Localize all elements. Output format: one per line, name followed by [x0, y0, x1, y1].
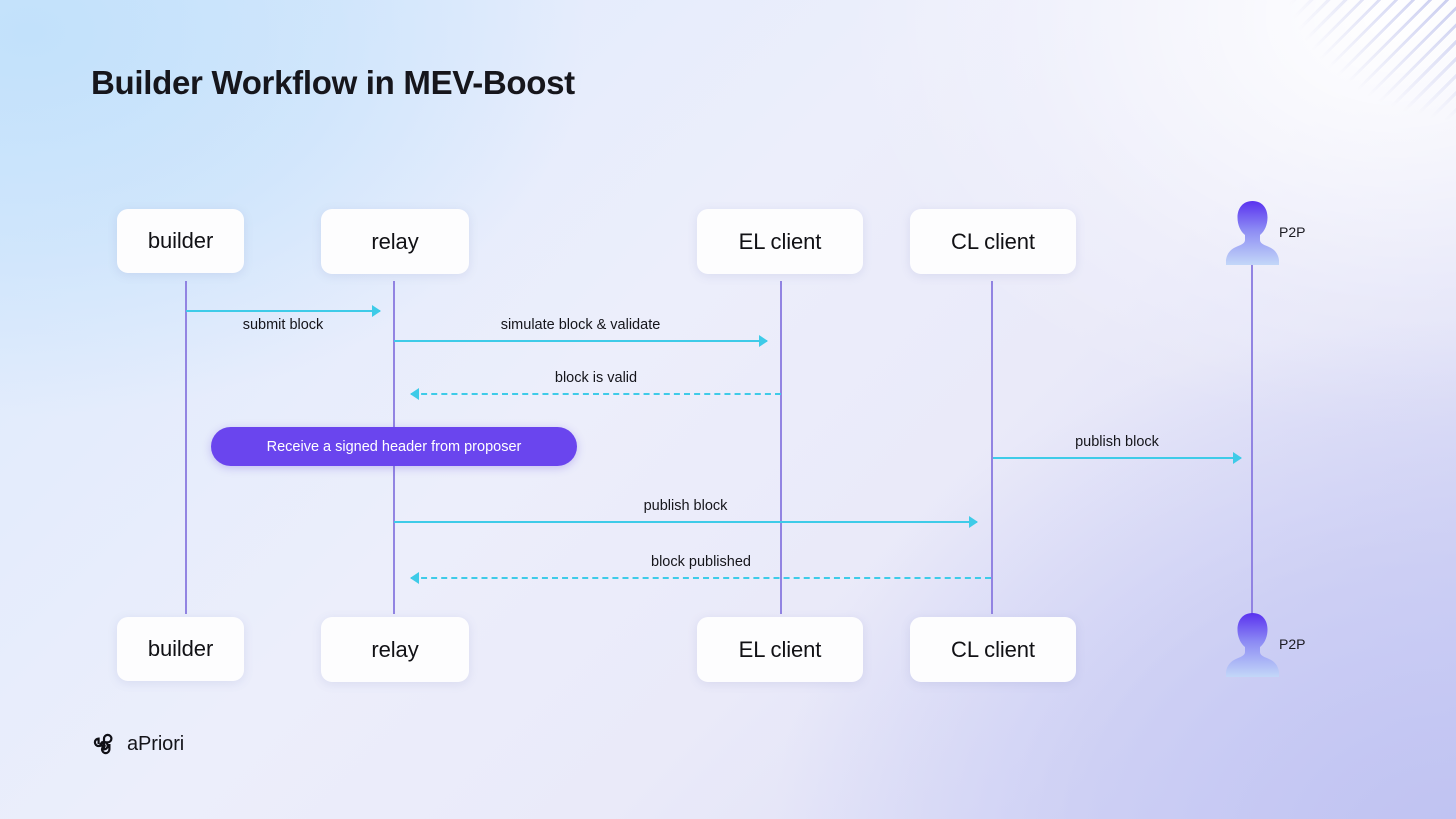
lifeline-el-client: [780, 281, 782, 614]
participant-label-cl-client: CL client: [951, 228, 1035, 254]
lifeline-cl-client: [991, 281, 993, 614]
message-block-is-valid: block is valid: [410, 370, 781, 400]
participant-label-p2p-top: P2P: [1279, 224, 1306, 240]
message-simulate-block-validate: simulate block & validate: [394, 317, 768, 347]
participant-box-cl-client-top[interactable]: CL client: [910, 209, 1076, 274]
participant-box-relay-bottom[interactable]: relay: [321, 617, 469, 682]
message-block-published: block published: [410, 554, 991, 584]
person-icon: [1226, 613, 1279, 677]
clover-logo-icon: [93, 733, 113, 755]
message-publish-block-cl-to-p2p: publish block: [993, 434, 1242, 464]
message-label: block published: [651, 554, 751, 570]
lifeline-builder: [185, 281, 187, 614]
participant-box-cl-client-bottom[interactable]: CL client: [910, 617, 1076, 682]
brand-name: aPriori: [127, 732, 185, 755]
participant-box-builder-bottom[interactable]: builder: [117, 617, 244, 681]
message-line: [411, 577, 991, 579]
message-label: simulate block & validate: [500, 317, 661, 333]
person-icon: [1226, 201, 1279, 265]
participant-label-builder: builder: [147, 228, 214, 253]
message-line: [394, 521, 977, 523]
participant-box-el-client-top[interactable]: EL client: [697, 209, 863, 274]
message-label: submit block: [242, 317, 324, 333]
arrowhead-left-icon: [410, 572, 419, 584]
arrowhead-right-icon: [1233, 452, 1242, 464]
participant-label-el-client: EL client: [738, 636, 822, 662]
participant-label-p2p-bottom: P2P: [1279, 636, 1306, 652]
message-line: [993, 457, 1241, 459]
diagonal-stripes-decoration: [1216, 0, 1456, 160]
lifeline-p2p: [1251, 262, 1253, 620]
participant-label-cl-client: CL client: [951, 636, 1035, 662]
page-title: Builder Workflow in MEV-Boost: [91, 64, 575, 101]
participant-box-relay-top[interactable]: relay: [321, 209, 469, 274]
participant-actor-p2p-bottom[interactable]: P2P: [1224, 610, 1344, 680]
message-publish-block-relay-to-cl: publish block: [394, 498, 978, 528]
message-line: [411, 393, 781, 395]
participant-label-builder: builder: [147, 636, 214, 661]
participant-label-relay: relay: [371, 228, 419, 254]
participant-actor-p2p-top[interactable]: P2P: [1224, 198, 1344, 268]
arrowhead-right-icon: [969, 516, 978, 528]
message-label: block is valid: [554, 370, 638, 386]
arrowhead-left-icon: [410, 388, 419, 400]
participant-box-el-client-bottom[interactable]: EL client: [697, 617, 863, 682]
arrowhead-right-icon: [759, 335, 768, 347]
participant-box-builder-top[interactable]: builder: [117, 209, 244, 273]
note-label: Receive a signed header from proposer: [266, 438, 522, 455]
participant-label-relay: relay: [371, 636, 419, 662]
message-label: publish block: [643, 498, 728, 514]
arrowhead-right-icon: [372, 305, 381, 317]
note-receive-signed-header[interactable]: Receive a signed header from proposer: [211, 427, 577, 466]
message-submit-block: submit block: [186, 305, 381, 333]
brand-footer: aPriori: [91, 731, 184, 757]
participant-label-el-client: EL client: [738, 228, 822, 254]
message-line: [186, 310, 380, 312]
message-line: [394, 340, 767, 342]
message-label: publish block: [1075, 434, 1159, 450]
